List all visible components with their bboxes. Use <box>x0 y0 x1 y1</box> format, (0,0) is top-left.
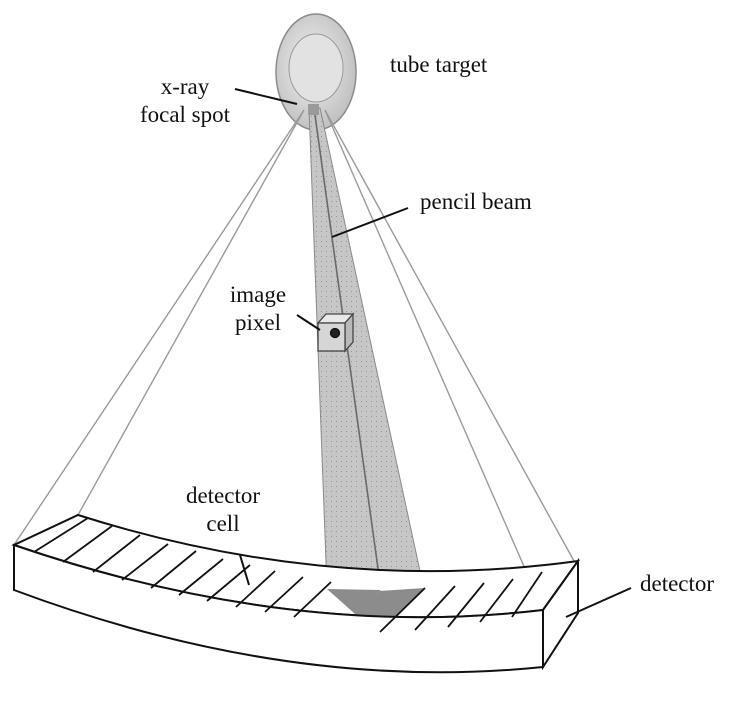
detector-cell-label-line1: detector <box>185 483 261 508</box>
detector-cell-label: detector cell <box>178 482 268 538</box>
tube-target-label: tube target <box>390 52 488 77</box>
detector-cell-label-line2: cell <box>206 511 240 536</box>
detector-arc <box>11 513 581 674</box>
pixel-dot <box>329 327 341 339</box>
fan-beam-lines <box>13 109 575 611</box>
focal-spot-label-line2: focal spot <box>139 102 231 127</box>
leader-lines <box>234 88 632 618</box>
image-pixel-label-line2: pixel <box>235 310 281 335</box>
detector-label: detector <box>640 571 715 596</box>
image-pixel-cube <box>316 312 355 353</box>
tube-target <box>275 13 357 131</box>
image-pixel-label: image pixel <box>218 281 298 337</box>
focal-spot-label: x-ray focal spot <box>130 73 240 129</box>
detector-cell-dividers <box>33 517 543 633</box>
focal-spot-label-line1: x-ray <box>160 74 210 99</box>
pencil-beam-label: pencil beam <box>420 189 532 214</box>
image-pixel-label-line1: image <box>229 282 287 307</box>
